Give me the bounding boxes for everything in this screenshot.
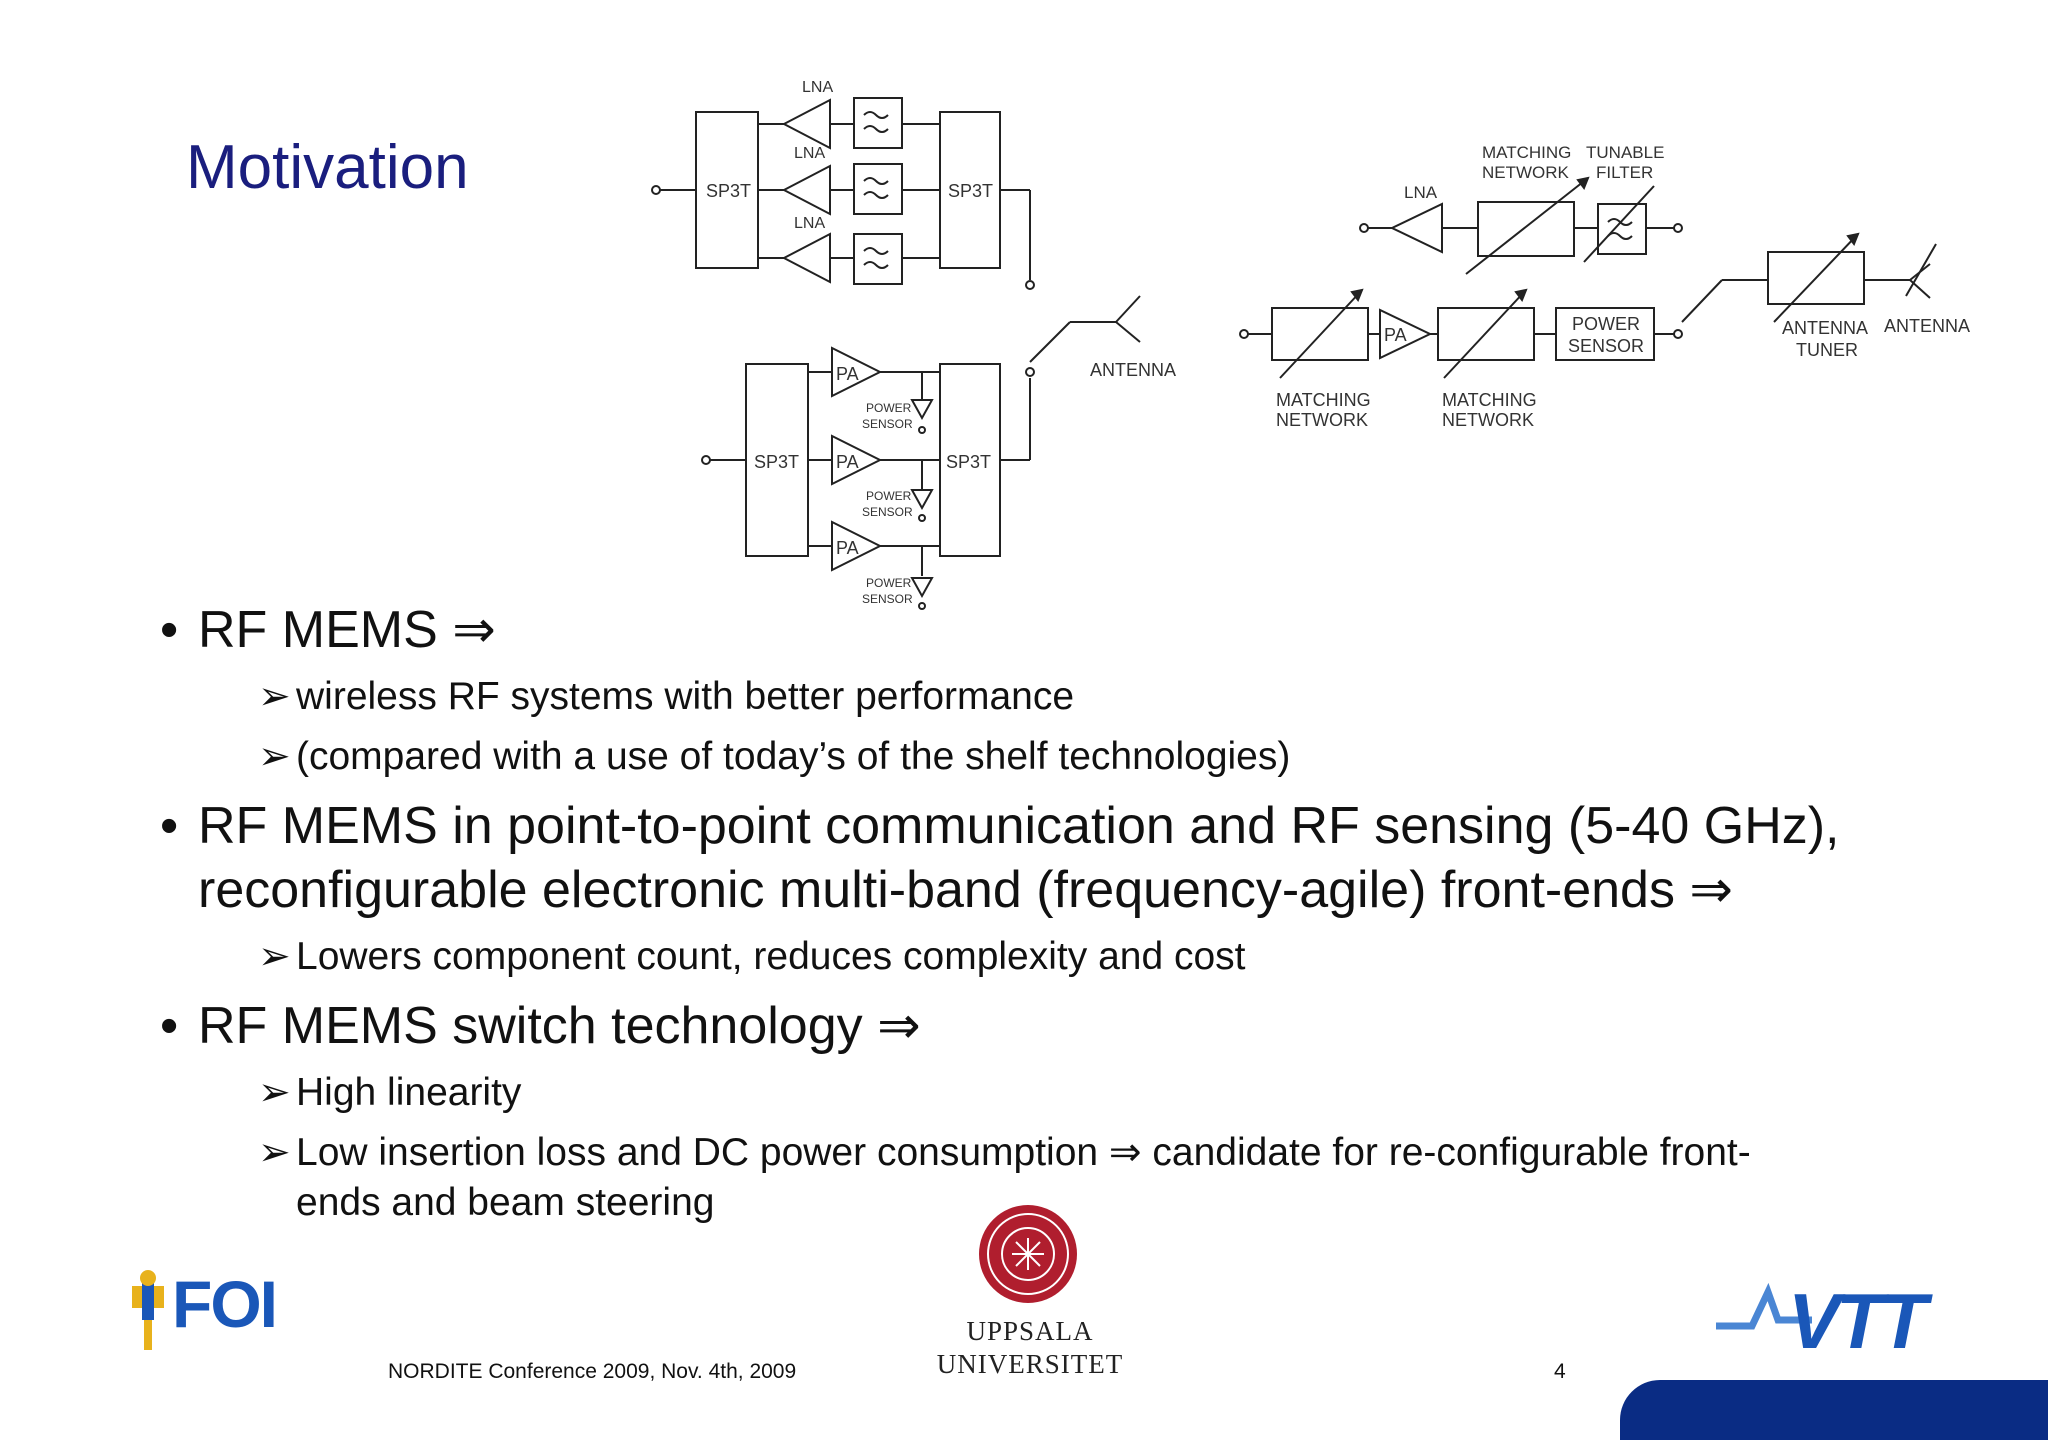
lna-label-2: LNA xyxy=(794,145,825,162)
lna-label-3: LNA xyxy=(794,215,825,232)
bullet-2-line-2: reconfigurable electronic multi-band (fr… xyxy=(198,861,1733,919)
bullet-marker: • xyxy=(160,601,179,659)
uu-line-1: UPPSALA xyxy=(966,1316,1094,1346)
sp3t-label-rx-in: SP3T xyxy=(706,181,751,201)
footer-conference-text: NORDITE Conference 2009, Nov. 4th, 2009 xyxy=(388,1360,797,1383)
bullet-marker: • xyxy=(160,997,179,1055)
matching-label-tx-1: MATCHING xyxy=(1276,390,1371,410)
bullet-marker: • xyxy=(160,797,179,855)
uu-line-2: UNIVERSITET xyxy=(936,1349,1124,1379)
antenna-label-right: ANTENNA xyxy=(1884,316,1970,336)
sp3t-label-rx-out: SP3T xyxy=(948,181,993,201)
tunable-label: TUNABLE xyxy=(1586,143,1664,162)
bullet-3-text: RF MEMS switch technology ⇒ xyxy=(198,997,921,1055)
filter-label: FILTER xyxy=(1596,163,1653,182)
lna-row-3: LNA xyxy=(758,215,940,285)
sensor-label-2: SENSOR xyxy=(862,505,913,519)
foi-logo: FOI xyxy=(126,1258,286,1365)
sp3t-label-tx-in: SP3T xyxy=(754,452,799,472)
rf-frontend-diagram: SP3T LNA LNA LNA xyxy=(651,79,1970,610)
sub-bullet-text: Low insertion loss and DC power consumpt… xyxy=(296,1131,1751,1174)
pa-label-right: PA xyxy=(1384,325,1407,345)
sub-bullet-marker: ➢ xyxy=(258,1071,291,1114)
bottom-decorative-bar xyxy=(1620,1380,2048,1440)
vtt-logo: VTT xyxy=(1716,1272,1956,1367)
sub-bullet-marker: ➢ xyxy=(258,735,291,778)
uppsala-seal-icon xyxy=(979,1205,1077,1303)
sp3t-label-tx-out: SP3T xyxy=(946,452,991,472)
antenna-label-left: ANTENNA xyxy=(1090,360,1176,380)
sub-bullet-marker: ➢ xyxy=(258,935,291,978)
vtt-logo-text: VTT xyxy=(1788,1277,1927,1365)
tuner-label: TUNER xyxy=(1796,340,1858,360)
sub-bullet-text: Lowers component count, reduces complexi… xyxy=(296,935,1246,978)
foi-crown-icon xyxy=(132,1270,164,1350)
pa-row-1: PA POWER SENSOR xyxy=(808,346,940,434)
receiver-chain: SP3T LNA LNA LNA xyxy=(651,79,1035,290)
page-number: 4 xyxy=(1554,1360,1566,1383)
lna-row-1: LNA xyxy=(758,79,940,150)
power-label-1: POWER xyxy=(866,401,912,415)
sub-bullet-text: (compared with a use of today’s of the s… xyxy=(296,735,1291,778)
foi-logo-text: FOI xyxy=(172,1267,278,1341)
pa-row-3: PA POWER SENSOR xyxy=(808,520,940,610)
transmitter-chain: SP3T PA POWER SENSOR PA POWER SENSOR xyxy=(701,295,1176,610)
network-label-tx-1: NETWORK xyxy=(1276,410,1368,430)
sensor-label-1: SENSOR xyxy=(862,417,913,431)
lna-label-right: LNA xyxy=(1404,183,1438,202)
matching-label-rx: MATCHING xyxy=(1482,143,1571,162)
network-label-tx-2: NETWORK xyxy=(1442,410,1534,430)
pa-row-2: PA POWER SENSOR xyxy=(808,434,940,522)
pa-label-3: PA xyxy=(836,538,859,558)
matching-label-tx-2: MATCHING xyxy=(1442,390,1537,410)
lna-label-1: LNA xyxy=(802,79,833,96)
sub-bullet-marker: ➢ xyxy=(258,1131,291,1174)
antenna-label-tuner: ANTENNA xyxy=(1782,318,1868,338)
bullet-1-text: RF MEMS ⇒ xyxy=(198,601,496,659)
bullet-2-line-1: RF MEMS in point-to-point communication … xyxy=(198,797,1840,855)
uppsala-universitet-name: UPPSALA UNIVERSITET xyxy=(920,1315,1140,1381)
power-label-right: POWER xyxy=(1572,314,1640,334)
power-label-2: POWER xyxy=(866,489,912,503)
pa-label-2: PA xyxy=(836,452,859,472)
pa-label-1: PA xyxy=(836,364,859,384)
network-label-rx: NETWORK xyxy=(1482,163,1570,182)
sub-bullet-text: wireless RF systems with better performa… xyxy=(296,675,1075,718)
sub-bullet-text: ends and beam steering xyxy=(296,1181,715,1224)
vtt-wave-icon xyxy=(1716,1282,1812,1330)
sub-bullet-text: High linearity xyxy=(296,1071,522,1114)
lna-row-2: LNA xyxy=(758,145,940,216)
sensor-label-right: SENSOR xyxy=(1568,336,1644,356)
power-label-3: POWER xyxy=(866,576,912,590)
sub-bullet-marker: ➢ xyxy=(258,675,291,718)
sensor-label-3: SENSOR xyxy=(862,592,913,606)
slide-title: Motivation xyxy=(186,133,469,202)
reconfigurable-frontend: LNA MATCHING NETWORK TUNABLE FILTER MATC… xyxy=(1239,143,1970,430)
